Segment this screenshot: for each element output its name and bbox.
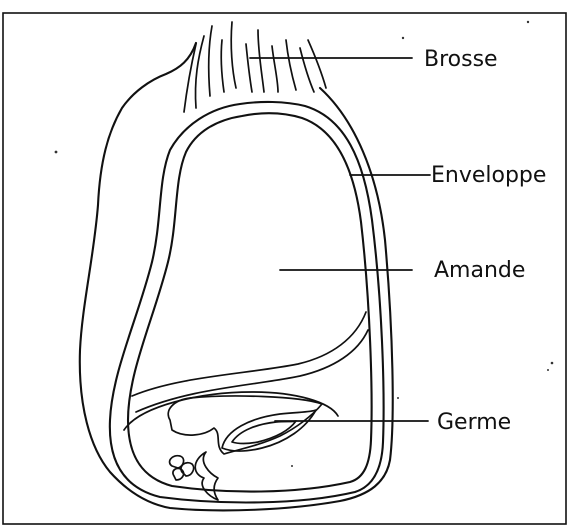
scan-speck: [55, 151, 58, 154]
label-enveloppe: Enveloppe: [431, 163, 546, 188]
brush-hair: [300, 48, 314, 92]
aleurone-layer-outer: [132, 312, 366, 396]
brush-hair: [231, 22, 236, 88]
envelope-outline: [110, 102, 384, 503]
brush-hair: [195, 36, 204, 108]
brush-hair: [286, 40, 296, 90]
scan-speck: [551, 362, 554, 365]
label-germe: Germe: [437, 410, 511, 435]
germ-embryo-outer: [222, 410, 316, 451]
scan-speck: [402, 37, 404, 39]
brush-hair: [209, 26, 212, 96]
brush-hair: [308, 40, 326, 88]
germ-small-lobe-3: [173, 468, 184, 480]
outer-hull-outline: [80, 43, 393, 510]
brush-hair: [246, 44, 252, 92]
scan-speck: [527, 21, 529, 23]
scutellum-outline: [168, 396, 322, 454]
scan-speck: [291, 465, 293, 467]
scan-speck: [547, 369, 549, 371]
scan-speck: [397, 397, 399, 399]
brush-hair: [221, 40, 224, 92]
germ-radicle: [195, 452, 218, 500]
brush-hair: [258, 30, 264, 92]
brush-hair: [272, 46, 278, 92]
label-amande: Amande: [434, 258, 525, 283]
label-brosse: Brosse: [424, 47, 498, 72]
